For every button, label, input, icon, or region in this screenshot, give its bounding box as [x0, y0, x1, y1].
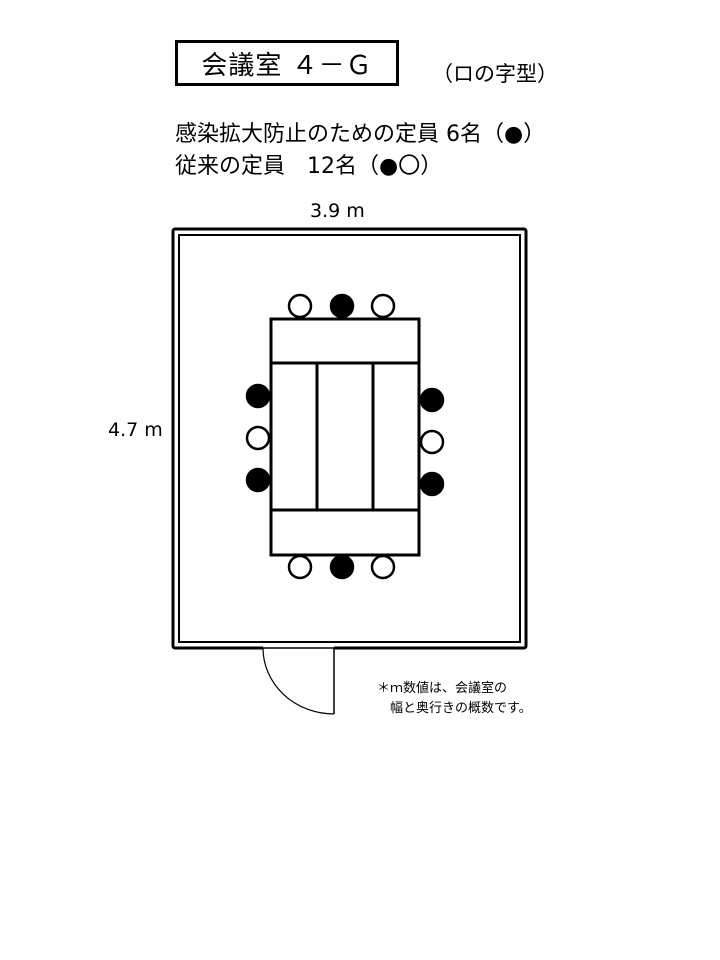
seat-empty: [245, 425, 271, 451]
note-line-2: 幅と奥行きの概数です。: [390, 701, 532, 716]
note-line-1: ＊ｍ数値は、会議室の: [377, 681, 508, 696]
seat-occupied: [245, 467, 271, 493]
seat-empty: [370, 293, 396, 319]
table-group: [269, 317, 421, 557]
room-depth-label: 4.7 m: [108, 419, 163, 441]
door-swing-arc: [262, 647, 335, 715]
seat-occupied: [245, 383, 271, 409]
seat-occupied: [419, 471, 445, 497]
seat-occupied: [329, 554, 355, 580]
normal-capacity-text: 従来の定員 12名（●〇）: [175, 154, 443, 179]
seat-empty: [287, 293, 313, 319]
infection-capacity-text: 感染拡大防止のための定員 6名（●）: [175, 122, 546, 147]
table-top: [269, 317, 421, 365]
room-inner-wall: [178, 234, 521, 643]
seat-empty: [370, 554, 396, 580]
table-left: [269, 361, 319, 512]
layout-type-label: （ロの字型）: [432, 62, 558, 86]
room-title: 会議室 ４－Ｇ: [175, 40, 399, 86]
seat-group: [245, 293, 445, 580]
seat-occupied: [419, 387, 445, 413]
seat-empty: [419, 429, 445, 455]
seat-occupied: [329, 293, 355, 319]
seat-empty: [287, 554, 313, 580]
room-outer-wall: [171, 227, 528, 650]
table-bottom: [269, 508, 421, 557]
table-middle: [315, 361, 375, 512]
room-width-label: 3.9 m: [310, 200, 365, 222]
table-right: [371, 361, 421, 512]
